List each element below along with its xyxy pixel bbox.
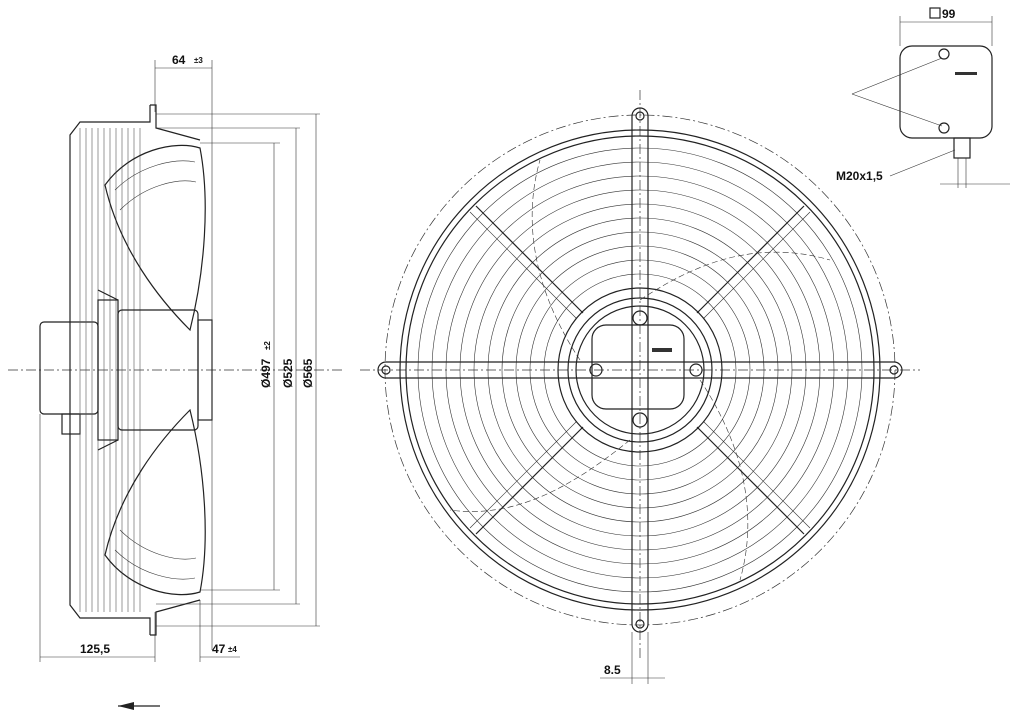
brand-mark (652, 348, 672, 352)
side-dimensions: 64 ±3 Ø497 ±2 Ø525 Ø565 125,5 47 ±4 (39, 53, 320, 710)
dim-99-text: 99 (942, 7, 956, 21)
motor-housing (39, 321, 99, 415)
dim-47-text: 47 (212, 642, 226, 656)
blade-outlines (449, 159, 831, 581)
terminal-box-front (591, 324, 685, 410)
terminal-box-detail: 99 M20x1,5 (836, 7, 1010, 188)
cable-gland-side (61, 413, 81, 435)
mounting-arm-horizontal (377, 361, 903, 379)
dim-525-text: Ø525 (281, 358, 295, 388)
side-view (8, 104, 345, 636)
dim-64-text: 64 (172, 53, 186, 67)
guard-rings (399, 129, 881, 611)
dim-64-tol: ±3 (194, 56, 203, 65)
blade-upper (104, 144, 206, 332)
dim-497-tol: ±2 (263, 341, 272, 350)
cable-gland (953, 137, 971, 159)
dim-47-tol: ±4 (228, 645, 237, 654)
nozzle-frame (69, 105, 151, 635)
blade-lower (104, 408, 206, 596)
square-symbol-icon (929, 7, 941, 19)
dim-8-5-text: 8.5 (604, 663, 621, 677)
front-view: 8.5 (360, 90, 920, 684)
outer-pitch-circle (384, 114, 896, 626)
dim-125-text: 125,5 (80, 642, 110, 656)
mounting-arm-vertical (631, 107, 649, 633)
nozzle-ribs (79, 128, 141, 612)
motor-hub-front (575, 305, 705, 435)
dim-565-text: Ø565 (301, 358, 315, 388)
thread-label: M20x1,5 (836, 169, 883, 183)
left-arrow-icon (118, 702, 160, 710)
terminal-box (899, 45, 993, 139)
dim-497-text: Ø497 (259, 358, 273, 388)
guard-struts (469, 205, 811, 535)
